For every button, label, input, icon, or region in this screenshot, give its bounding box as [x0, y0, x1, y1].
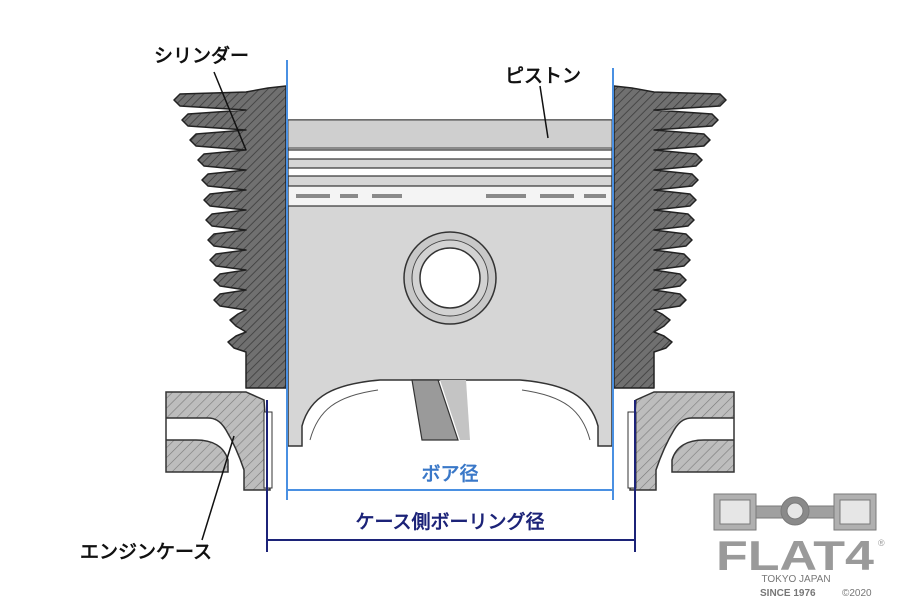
flat4-brand: FLAT4 — [716, 532, 875, 579]
cylinder-left-fins — [173, 85, 287, 389]
piston-ring-1 — [287, 149, 613, 160]
piston-label: ピストン — [505, 65, 581, 87]
cylinder-leader — [213, 71, 247, 151]
piston-ring-2 — [287, 167, 613, 177]
flat4-since: SINCE 1976 — [760, 588, 816, 599]
engine-case-left — [165, 391, 273, 491]
flat4-location: TOKYO JAPAN — [761, 574, 830, 585]
cylinder-left — [173, 85, 287, 389]
cylinder-right-fins — [613, 85, 727, 389]
bore-label: ボア径 — [421, 463, 478, 485]
engine-case-leader — [201, 435, 235, 541]
case-bore-label: ケース側ボーリング径 — [355, 510, 544, 533]
flat4-logo: FLAT4 ® TOKYO JAPAN SINCE 1976 ©2020 — [713, 493, 885, 599]
piston — [287, 119, 613, 447]
cylinder-right — [613, 85, 727, 389]
bore-dimension — [286, 60, 614, 500]
cylinder-label: シリンダー — [154, 44, 249, 67]
engine-case-label: エンジンケース — [80, 541, 212, 563]
piston-pin-hole — [419, 247, 481, 309]
flat4-copyright: ©2020 — [842, 588, 872, 599]
piston-leader — [539, 85, 549, 139]
connecting-rod — [411, 379, 459, 441]
case-bore-dimension — [266, 400, 636, 552]
flat4-registered: ® — [878, 538, 885, 548]
flat4-engine-icon — [713, 493, 877, 531]
engine-case-right — [627, 391, 735, 491]
